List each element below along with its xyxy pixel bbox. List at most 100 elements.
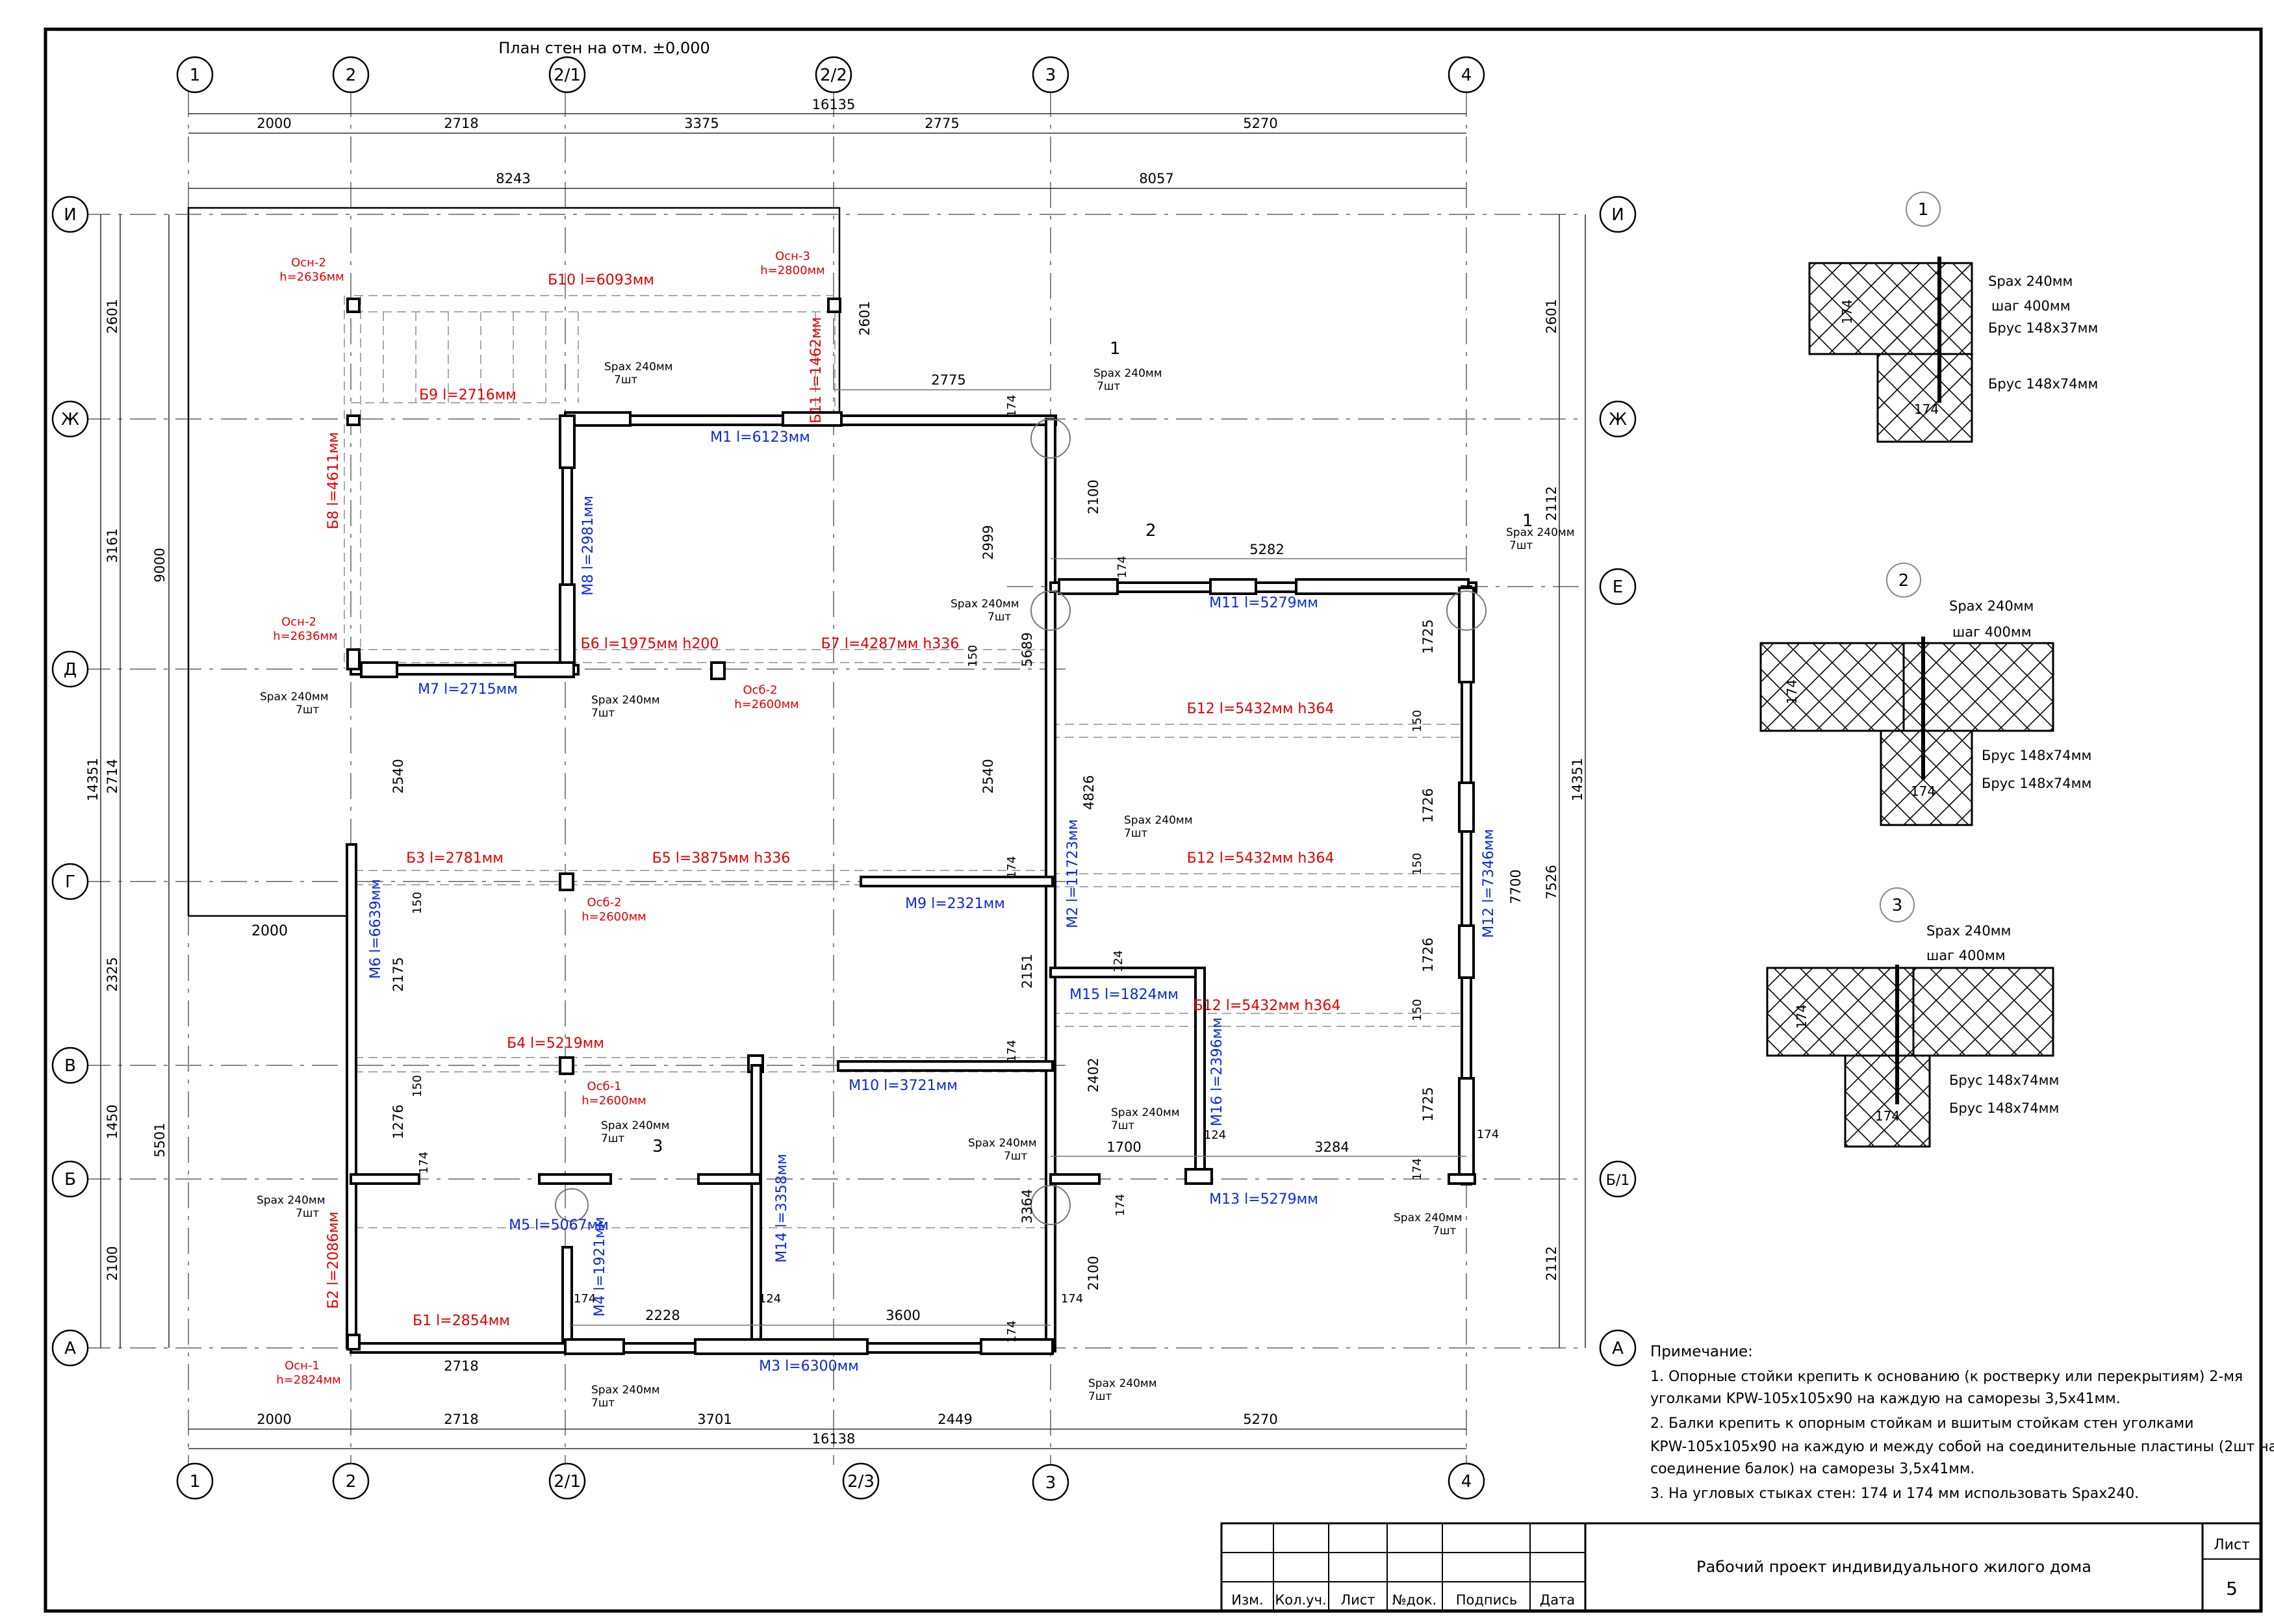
svg-text:Spax 240мм: Spax 240мм [1093,367,1162,380]
svg-text:7шт: 7шт [614,374,637,387]
svg-text:174: 174 [1114,1194,1127,1216]
svg-text:2449: 2449 [938,1412,972,1427]
svg-text:М6 l=6639мм: М6 l=6639мм [368,879,384,979]
svg-text:2112: 2112 [1544,1246,1559,1280]
svg-text:М15 l=1824мм: М15 l=1824мм [1069,987,1179,1003]
svg-text:М5 l=5067мм: М5 l=5067мм [509,1217,609,1234]
svg-text:Б11 l=1462мм: Б11 l=1462мм [808,317,824,424]
svg-text:1. Опорные стойки крепить к ос: 1. Опорные стойки крепить к основанию (к… [1650,1369,2243,1385]
svg-text:Осн-2: Осн-2 [281,615,316,629]
svg-text:2325: 2325 [105,957,120,991]
svg-text:Spax 240мм: Spax 240мм [601,1119,670,1132]
svg-text:Б: Б [64,1170,76,1189]
svg-text:Брус 148x74мм: Брус 148x74мм [1982,748,2091,763]
svg-text:2000: 2000 [257,1412,291,1427]
svg-text:1: 1 [1522,511,1533,531]
svg-text:174: 174 [1005,1321,1019,1343]
svg-text:3600: 3600 [886,1308,920,1323]
svg-text:Изм.: Изм. [1231,1592,1263,1608]
svg-text:Б4 l=5219мм: Б4 l=5219мм [507,1035,604,1052]
svg-text:2151: 2151 [1019,954,1035,988]
dims-right: 2601 2112 7526 2112 14351 [1544,214,1586,1348]
drawing-title: План стен на отм. ±0,000 [498,39,710,57]
svg-text:2: 2 [346,66,357,85]
svg-text:№док.: №док. [1392,1592,1437,1608]
svg-text:Б7 l=4287мм h336: Б7 l=4287мм h336 [821,636,960,652]
svg-text:Spax 240мм: Spax 240мм [257,1194,326,1207]
svg-text:3: 3 [1045,66,1056,85]
svg-text:5282: 5282 [1249,542,1284,557]
svg-text:Б3 l=2781мм: Б3 l=2781мм [406,850,504,867]
svg-text:2718: 2718 [444,1358,478,1374]
svg-text:2. Балки крепить к опорным сто: 2. Балки крепить к опорным стойкам и вши… [1650,1415,2193,1432]
svg-text:2540: 2540 [390,759,406,793]
svg-text:3364: 3364 [1019,1189,1035,1223]
dims-left: 2601 3161 2714 2325 1450 2100 9000 5501 … [85,214,170,1348]
svg-text:150: 150 [1411,710,1424,732]
svg-text:8243: 8243 [496,171,530,186]
svg-text:2/2: 2/2 [820,66,847,85]
svg-text:h=2600мм: h=2600мм [734,698,798,711]
svg-text:3161: 3161 [105,528,120,563]
svg-text:5689: 5689 [1019,632,1035,666]
svg-text:1725: 1725 [1420,1087,1436,1121]
svg-text:М3 l=6300мм: М3 l=6300мм [759,1358,859,1375]
detail-3: 3 Spax 240мм шаг 400мм Брус 148x74мм Бру… [1766,887,2059,1148]
svg-text:4: 4 [1461,1472,1472,1491]
svg-text:И: И [1611,205,1624,225]
svg-text:1: 1 [1918,200,1929,220]
svg-text:шаг 400мм: шаг 400мм [1991,298,2071,314]
svg-text:7шт: 7шт [1111,1119,1134,1132]
svg-text:174: 174 [574,1292,596,1306]
svg-text:М11 l=5279мм: М11 l=5279мм [1209,595,1318,611]
svg-text:16135: 16135 [812,97,856,112]
svg-text:124: 124 [759,1292,781,1306]
post-labels: Осн-2 h=2636мм Осн-3 h=2800мм Осн-2 h=26… [273,249,824,1387]
svg-text:16138: 16138 [812,1431,856,1447]
svg-text:шаг 400мм: шаг 400мм [1926,948,2006,963]
svg-text:Spax 240мм: Spax 240мм [591,694,660,707]
svg-text:7шт: 7шт [1004,1150,1027,1163]
svg-text:М2 l=11723мм: М2 l=11723мм [1065,819,1081,928]
dims-top: 2000 2718 3375 2775 5270 16135 8243 8057 [188,97,1466,189]
svg-text:5270: 5270 [1243,116,1277,131]
svg-text:3375: 3375 [684,116,719,131]
callout-circles [555,418,1487,1225]
svg-text:Д: Д [64,660,77,679]
wall-labels: М1 l=6123мм М8 l=2981мм М11 l=5279мм М7 … [368,429,1497,1375]
beam-labels: Б10 l=6093мм Б9 l=2716мм Б11 l=1462мм Б8… [326,272,1340,1329]
svg-text:2000: 2000 [257,116,291,131]
svg-text:Б/1: Б/1 [1606,1173,1630,1189]
svg-text:2714: 2714 [105,759,120,793]
sheet-number: 5 [2226,1578,2238,1599]
svg-text:Spax 240мм: Spax 240мм [1926,923,2011,939]
svg-text:Б12 l=5432мм h364: Б12 l=5432мм h364 [1187,850,1335,867]
svg-text:2601: 2601 [105,299,120,333]
svg-text:150: 150 [1411,853,1424,875]
svg-text:2: 2 [1145,521,1156,540]
inner-dimensions: 2775 2999 2100 5282 5689 2540 4826 2540 … [390,301,1524,1374]
svg-text:Брус 148x74мм: Брус 148x74мм [1988,376,2098,392]
svg-text:Б6 l=1975мм h200: Б6 l=1975мм h200 [581,636,719,652]
svg-text:3: 3 [652,1137,663,1156]
svg-text:Г: Г [65,872,75,892]
svg-text:Осб-2: Осб-2 [743,683,777,697]
svg-text:4: 4 [1461,66,1472,85]
svg-text:соединение балок) на саморезы: соединение балок) на саморезы 3,5x41мм. [1650,1461,1974,1477]
svg-text:174: 174 [1914,401,1939,417]
svg-text:Spax 240мм: Spax 240мм [1988,273,2073,289]
svg-text:2775: 2775 [925,116,959,131]
grid-lines [84,91,1585,1465]
svg-text:И: И [64,205,76,225]
svg-text:2718: 2718 [444,116,478,131]
svg-text:2999: 2999 [980,525,996,559]
svg-text:Б9 l=2716мм: Б9 l=2716мм [419,387,517,403]
svg-text:h=2824мм: h=2824мм [276,1373,340,1387]
svg-text:7шт: 7шт [601,1132,624,1145]
svg-text:1725: 1725 [1420,619,1436,653]
svg-text:9000: 9000 [152,548,168,582]
svg-text:М10 l=3721мм: М10 l=3721мм [849,1078,958,1094]
svg-text:М9 l=2321мм: М9 l=2321мм [905,896,1005,912]
svg-text:h=2636мм: h=2636мм [273,629,337,643]
